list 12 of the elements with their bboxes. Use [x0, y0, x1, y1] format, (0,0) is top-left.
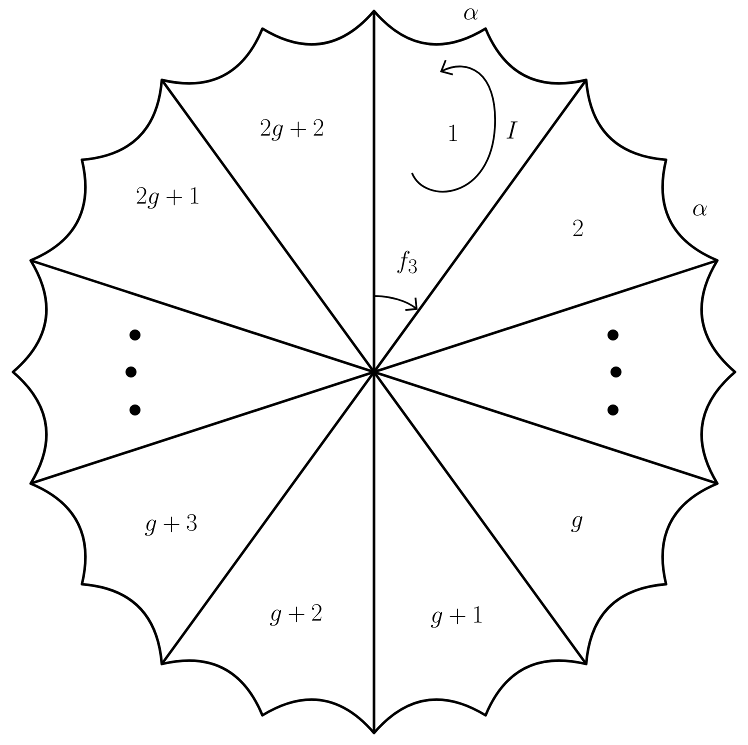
sector-label: $\alpha$: [693, 204, 707, 216]
sector-label: $2$: [573, 220, 583, 236]
sector-label: $g+2$: [270, 604, 322, 626]
sector-label: $2g+2$: [260, 119, 324, 141]
sector-label: $g+3$: [145, 514, 197, 536]
sector-label: $\alpha$: [464, 8, 478, 20]
sector-label: $g+1$: [431, 606, 482, 628]
sector-label: $I$: [506, 122, 518, 138]
sector-label: $g$: [571, 516, 582, 532]
sector-label: $2g+1$: [136, 187, 198, 209]
sector-label: $1$: [449, 124, 457, 141]
sector-label: $f_3$: [397, 250, 417, 274]
